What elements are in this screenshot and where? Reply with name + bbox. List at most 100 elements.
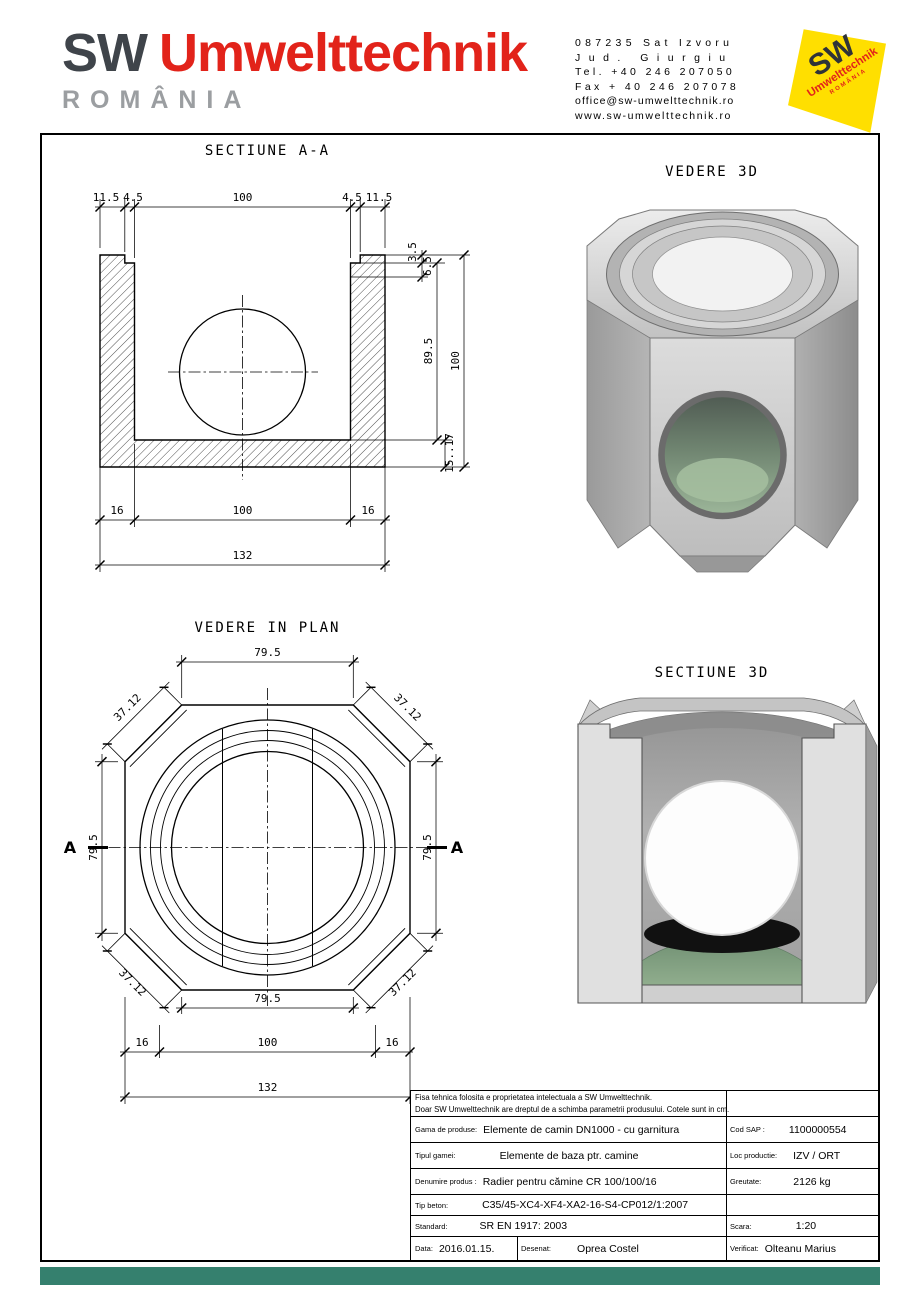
plan-dimension-lines	[95, 655, 443, 1104]
standard-value: SR EN 1917: 2003	[479, 1220, 568, 1232]
section3d-right-wall-cut	[801, 723, 867, 1004]
contact-block: 087235 Sat Izvoru Jud. Giurgiu Tel. +40 …	[575, 36, 739, 123]
view3d-benching-highlight	[676, 458, 769, 502]
contact-fax: Fax + 40 246 207078	[575, 80, 740, 93]
plan-centerlines	[88, 688, 447, 1006]
view3d-left-face	[586, 299, 651, 549]
dim-plan-left-flat: 79.5	[87, 834, 100, 861]
dim-plan-bottom-flat: 79.5	[254, 992, 281, 1005]
title-view-3d: VEDERE 3D	[665, 164, 759, 180]
dim-plan-inner: 100	[258, 1036, 278, 1049]
section3d-rim-shadow	[580, 712, 864, 760]
section-aa-drawing: 11.5 4.5 100 4.5 11.5 3.5 6.5 89.5 100 1…	[93, 191, 470, 572]
section-centerlines	[168, 295, 318, 480]
dim-plan-overall: 132	[258, 1081, 278, 1094]
title-block-row-tip-gamei: Tipul gamei: Elemente de baza ptr. camin…	[411, 1143, 878, 1169]
section-3d-render	[577, 697, 878, 1004]
plan-dimension-ticks	[96, 656, 442, 1103]
dim-top-opening: 100	[233, 191, 253, 204]
denumire-value: Radier pentru cămine CR 100/100/16	[482, 1175, 657, 1188]
title-block-row-gama: Gama de produse: Elemente de camin DN100…	[411, 1117, 878, 1143]
dim-top-left-step: 4.5	[123, 191, 143, 204]
dim-bottom-wall-right: 16	[361, 504, 374, 517]
dim-plan-chamfer-tl: 37.12	[111, 691, 144, 724]
dim-plan-chamfer-tr: 37.12	[391, 691, 424, 724]
dim-top-right-outer: 11.5	[366, 191, 393, 204]
title-plan-view: VEDERE IN PLAN	[194, 620, 341, 636]
section3d-right-outer-face	[865, 723, 878, 1004]
title-block-row-standard: Standard: SR EN 1917: 2003 Scara: 1:20	[411, 1216, 878, 1237]
tip-gamei-value: Elemente de baza ptr. camine	[499, 1149, 639, 1162]
title-block-row-signatures: Data: 2016.01.15. Desenat: Oprea Costel …	[411, 1237, 878, 1261]
verificat-label: Verificat:	[730, 1244, 759, 1253]
view3d-bottom-chamfer	[679, 555, 766, 573]
section-marker-a-left: A	[64, 838, 77, 857]
title-section-aa: SECTIUNE A-A	[204, 143, 331, 159]
view3d-top-opening	[652, 236, 793, 312]
denumire-label: Denumire produs :	[415, 1177, 477, 1186]
cod-sap-value: 1100000554	[788, 1123, 847, 1136]
dim-plan-wall-right: 16	[385, 1036, 398, 1049]
title-block: Fisa tehnica folosita e proprietatea int…	[410, 1090, 878, 1261]
loc-productie-value: IZV / ORT	[793, 1149, 841, 1162]
dim-plan-chamfer-bl: 37.12	[116, 966, 149, 999]
data-label: Data:	[415, 1244, 433, 1253]
greutate-label: Greutate:	[730, 1177, 762, 1186]
section-dimension-ticks	[94, 201, 470, 571]
tip-beton-label: Tip beton:	[415, 1200, 449, 1210]
brand-country-text: ROMÂNIA	[62, 86, 252, 114]
dim-bottom-inner: 100	[233, 504, 253, 517]
scara-label: Scara:	[730, 1221, 752, 1231]
section-marker-a-right: A	[451, 838, 464, 857]
tip-beton-value: C35/45-XC4-XF4-XA2-16-S4-CP012/1:2007	[482, 1199, 689, 1211]
title-block-row-beton: Tip beton: C35/45-XC4-XF4-XA2-16-S4-CP01…	[411, 1195, 878, 1216]
verificat-value: Olteanu Marius	[764, 1242, 836, 1255]
dim-step-lower: 6.5	[421, 256, 434, 276]
contact-email: office@sw-umwelttechnik.ro	[575, 95, 735, 107]
loc-productie-label: Loc productie:	[730, 1151, 778, 1160]
title-section-3d: SECTIUNE 3D	[654, 665, 770, 681]
dim-step-upper: 3.5	[406, 242, 419, 262]
title-block-signature-divider	[517, 1237, 518, 1261]
dim-plan-top-flat: 79.5	[254, 646, 281, 659]
contact-county: Jud. Giurgiu	[575, 51, 734, 64]
scara-value: 1:20	[795, 1220, 817, 1232]
title-block-vertical-divider	[726, 1091, 727, 1261]
dim-plan-wall-left: 16	[135, 1036, 148, 1049]
section-dimension-lines	[95, 199, 470, 572]
dim-top-left-outer: 11.5	[93, 191, 120, 204]
dim-bottom-wall-left: 16	[110, 504, 123, 517]
footer-color-bar	[40, 1267, 880, 1285]
plan-view-drawing: 79.5 37.12 37.12 37.12 37.12 79.5 79.5 7…	[64, 646, 464, 1104]
title-block-disclaimer-row: Fisa tehnica folosita e proprietatea int…	[411, 1091, 878, 1117]
dim-plan-chamfer-br: 37.12	[386, 966, 419, 999]
data-value: 2016.01.15.	[438, 1242, 495, 1255]
brand-sw-text: SW	[62, 23, 148, 83]
section3d-left-wall-cut	[577, 723, 643, 1004]
contact-website: www.sw-umwelttechnik.ro	[575, 109, 732, 122]
standard-label: Standard:	[415, 1221, 448, 1231]
tip-gamei-label: Tipul gamei:	[415, 1151, 456, 1160]
contact-phone: Tel. +40 246 207050	[575, 66, 736, 78]
dim-inner-height: 89.5	[422, 338, 435, 365]
section3d-slab-cut-face	[641, 984, 803, 1004]
view-3d-render	[586, 209, 859, 573]
corner-badge: SW Umwelttechnik ROMÂNIA	[788, 26, 886, 136]
contact-address: 087235 Sat Izvoru	[575, 37, 734, 49]
cod-sap-label: Cod SAP :	[730, 1125, 765, 1134]
disclaimer-line-2: Doar SW Umwelttechnik are dreptul de a s…	[415, 1105, 730, 1114]
dim-floor-thickness: 15..17	[443, 433, 456, 473]
gama-value: Elemente de camin DN1000 - cu garnitura	[483, 1123, 680, 1136]
disclaimer-line-1: Fisa tehnica folosita e proprietatea int…	[415, 1093, 653, 1102]
greutate-value: 2126 kg	[793, 1175, 831, 1188]
section3d-pipe-hole	[644, 780, 800, 936]
drawing-frame	[40, 133, 880, 1262]
dim-overall-width: 132	[233, 549, 253, 562]
technical-drawing-canvas: 11.5 4.5 100 4.5 11.5 3.5 6.5 89.5 100 1…	[64, 191, 878, 1104]
brand-umwelttechnik-text: Umwelttechnik	[159, 23, 528, 83]
dim-outer-height: 100	[449, 351, 462, 371]
desenat-value: Oprea Costel	[577, 1242, 639, 1255]
gama-label: Gama de produse:	[415, 1125, 478, 1134]
